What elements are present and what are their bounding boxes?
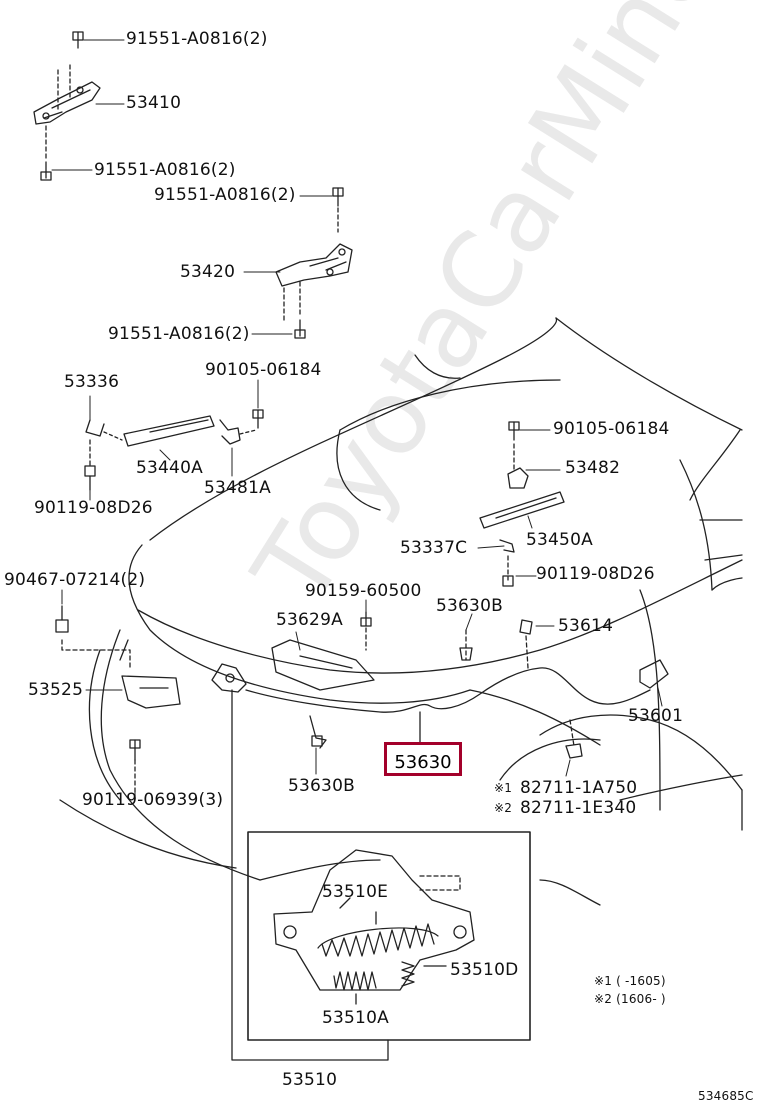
- label-bolt-hinge-left-lower: 91551-A0816(2): [94, 160, 236, 180]
- hood-outline: [59, 317, 743, 906]
- label-rod-support-53629a: 53629A: [276, 610, 343, 630]
- label-clamp-upper: 53630B: [436, 596, 503, 616]
- label-clip-left: 90467-07214(2): [4, 570, 146, 590]
- note-1-mark: ※1: [494, 781, 513, 795]
- label-cable-53630: 53630: [394, 752, 452, 773]
- highlighted-cable-53630[interactable]: 53630: [384, 742, 462, 776]
- label-support-53440a: 53440A: [136, 458, 203, 478]
- label-bracket-53482: 53482: [565, 458, 621, 478]
- leader-lines: [51, 39, 663, 801]
- label-bolt-hinge-right-lower: 91551-A0816(2): [108, 324, 250, 344]
- label-clip-82711-1e340: 82711-1E340: [520, 798, 637, 818]
- label-bolt-lock: 90119-06939(3): [82, 790, 224, 810]
- legend-note-2: ※2 (1606- ): [594, 992, 666, 1006]
- diagram-code: 534685C: [698, 1089, 754, 1103]
- cable-drawing: [245, 619, 669, 759]
- inset-lock-subassy: [247, 831, 531, 1041]
- note-2-mark: ※2: [494, 801, 513, 815]
- label-bolt-right-upper: 90105-06184: [553, 419, 670, 439]
- label-bolt-right-lower: 90119-08D26: [536, 564, 655, 584]
- label-release-lever-53601: 53601: [628, 706, 684, 726]
- label-bolt-support-left: 90105-06184: [205, 360, 322, 380]
- label-bolt-lower-left: 90119-08D26: [34, 498, 153, 518]
- support-53440a-drawing: [84, 409, 264, 491]
- label-support-53450a: 53450A: [526, 530, 593, 550]
- support-53450a-drawing: [479, 421, 565, 587]
- label-stud-53336: 53336: [64, 372, 120, 392]
- label-hinge-53420: 53420: [180, 262, 236, 282]
- label-clip-82711-1a750: 82711-1A750: [520, 778, 638, 798]
- label-cable-guide-53614: 53614: [558, 616, 614, 636]
- legend-note-1: ※1 ( -1605): [594, 974, 666, 988]
- label-bracket-53481a: 53481A: [204, 478, 271, 498]
- label-clamp-lower: 53630B: [288, 776, 355, 796]
- label-clip-rod: 90159-60500: [305, 581, 422, 601]
- lock-drawing: [55, 605, 389, 1061]
- hinge-53410-drawing: [33, 31, 101, 181]
- label-spring-53510e: 53510E: [322, 882, 389, 902]
- label-bolt-top: 91551-A0816(2): [126, 29, 268, 49]
- label-lock-subassy-53510: 53510: [282, 1070, 338, 1090]
- label-bolt-hinge-right-upper: 91551-A0816(2): [154, 185, 296, 205]
- label-spring-53510d: 53510D: [450, 960, 519, 980]
- label-hinge-53410: 53410: [126, 93, 182, 113]
- label-spring-53510a: 53510A: [322, 1008, 389, 1028]
- hinge-53420-drawing: [275, 187, 353, 339]
- label-stud-53337c: 53337C: [400, 538, 468, 558]
- label-lock-53525: 53525: [28, 680, 84, 700]
